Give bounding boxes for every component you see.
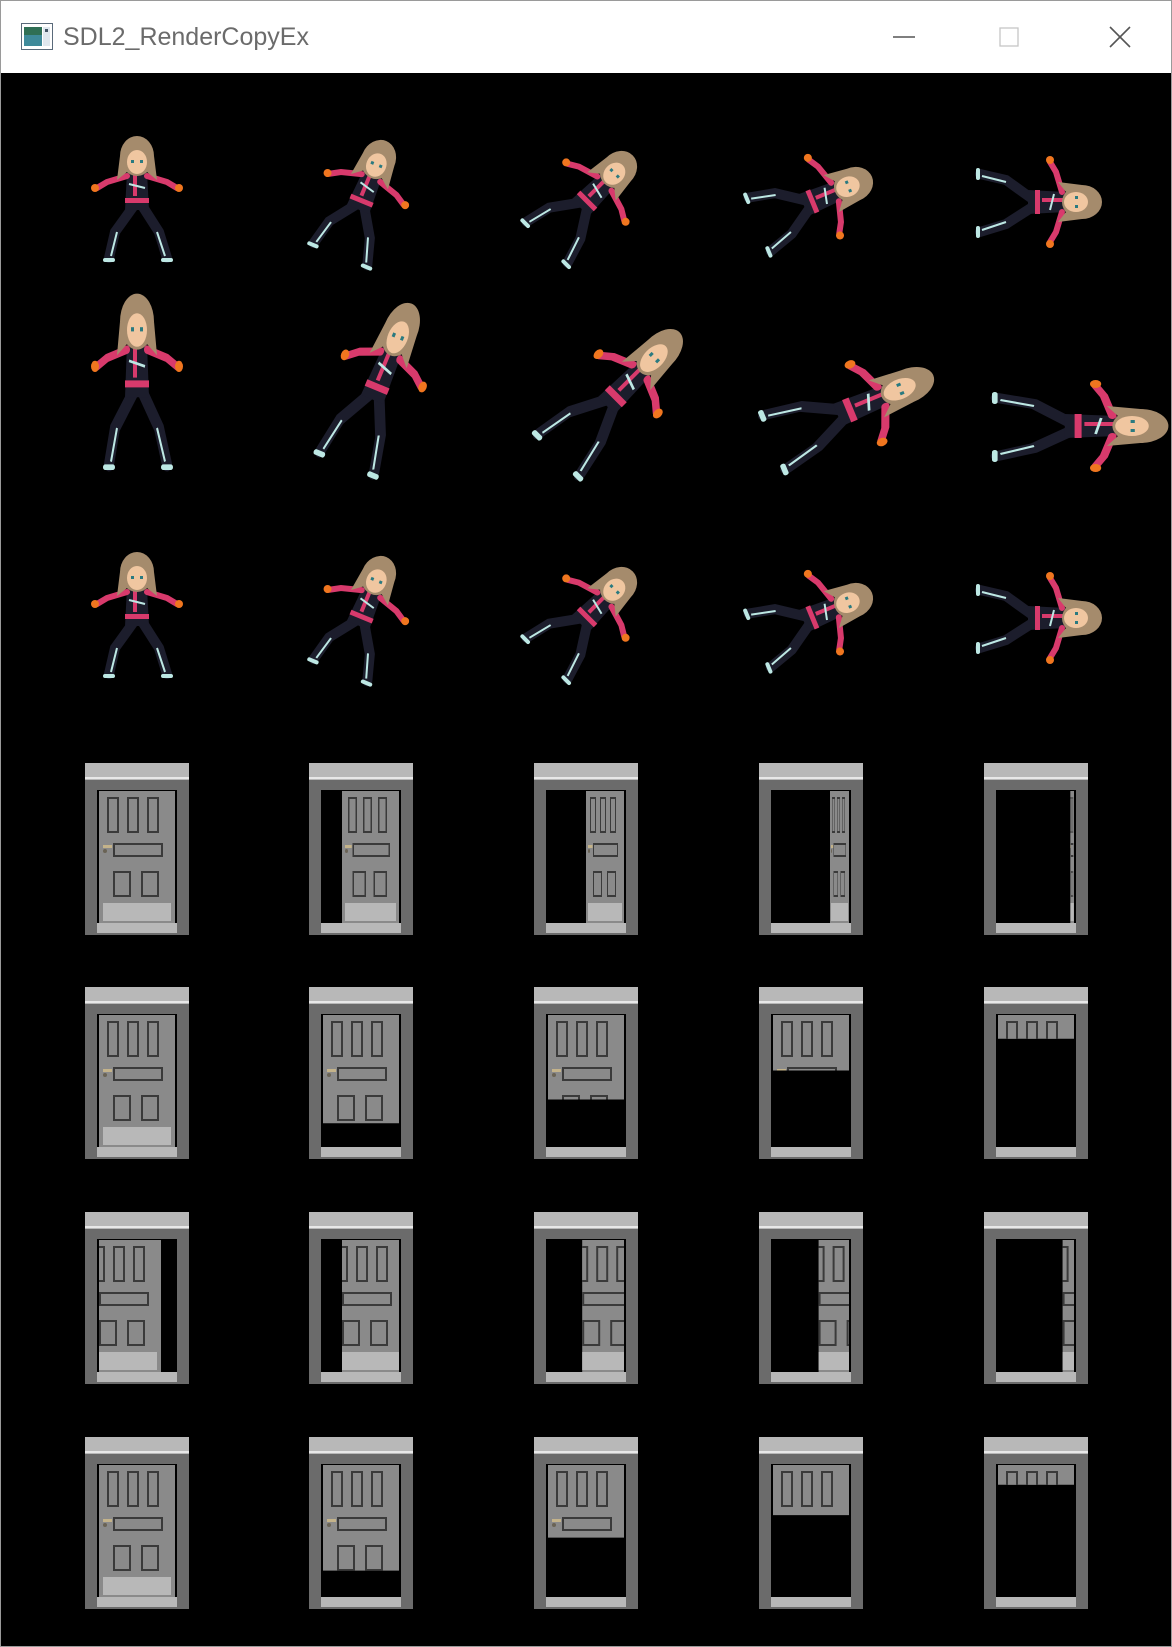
character-sprite <box>266 107 456 297</box>
door-sprite <box>309 1212 413 1384</box>
character-icon <box>313 302 427 480</box>
door-sprite <box>759 1212 863 1384</box>
character-sprite <box>941 291 1169 481</box>
door-sprite <box>759 763 863 935</box>
door-icon <box>534 1212 638 1384</box>
character-icon <box>520 150 638 270</box>
door-icon <box>759 1212 863 1384</box>
door-icon <box>984 763 1088 935</box>
door-sprite <box>309 987 413 1159</box>
character-sprite <box>42 107 232 297</box>
door-sprite <box>534 1437 638 1609</box>
character-icon <box>520 566 638 686</box>
maximize-button[interactable] <box>982 13 1036 61</box>
door-icon <box>759 1437 863 1609</box>
character-sprite <box>941 107 1131 297</box>
minimize-button[interactable] <box>877 13 931 61</box>
door-sprite <box>85 987 189 1159</box>
minimize-icon <box>893 36 915 38</box>
door-icon <box>85 763 189 935</box>
character-icon <box>91 552 183 679</box>
window-title: SDL2_RenderCopyEx <box>63 23 309 51</box>
character-sprite <box>266 291 456 481</box>
character-icon <box>757 360 935 476</box>
door-sprite <box>984 987 1088 1159</box>
door-icon <box>534 763 638 935</box>
door-icon <box>309 763 413 935</box>
character-icon <box>743 569 874 674</box>
door-icon <box>984 987 1088 1159</box>
close-button[interactable] <box>1093 13 1147 61</box>
door-sprite <box>534 763 638 935</box>
door-icon <box>85 1437 189 1609</box>
maximize-icon <box>999 27 1019 47</box>
door-icon <box>759 987 863 1159</box>
door-icon <box>85 1212 189 1384</box>
door-sprite <box>534 1212 638 1384</box>
door-sprite <box>759 1437 863 1609</box>
character-sprite <box>42 523 232 713</box>
character-icon <box>975 572 1102 664</box>
door-icon <box>759 763 863 935</box>
door-sprite <box>984 1212 1088 1384</box>
character-sprite <box>491 291 683 482</box>
render-canvas[interactable] <box>1 73 1171 1646</box>
character-sprite <box>266 523 456 713</box>
character-icon <box>307 139 410 271</box>
door-sprite <box>309 763 413 935</box>
sdl-app-icon <box>21 23 53 50</box>
character-icon <box>91 293 183 472</box>
door-sprite <box>85 763 189 935</box>
character-icon <box>307 555 410 687</box>
character-icon <box>91 136 183 263</box>
door-icon <box>984 1437 1088 1609</box>
door-sprite <box>309 1437 413 1609</box>
character-sprite <box>491 107 681 297</box>
character-icon <box>531 329 683 482</box>
door-sprite <box>85 1212 189 1384</box>
door-icon <box>85 987 189 1159</box>
door-icon <box>309 1437 413 1609</box>
door-icon <box>309 1212 413 1384</box>
character-sprite <box>42 291 232 481</box>
door-icon <box>534 987 638 1159</box>
door-sprite <box>85 1437 189 1609</box>
door-icon <box>309 987 413 1159</box>
character-icon <box>975 156 1102 248</box>
character-sprite <box>941 523 1131 713</box>
door-icon <box>534 1437 638 1609</box>
character-icon <box>990 380 1169 472</box>
door-sprite <box>759 987 863 1159</box>
door-sprite <box>534 987 638 1159</box>
character-sprite <box>491 523 681 713</box>
character-sprite <box>716 291 935 481</box>
door-sprite <box>984 763 1088 935</box>
title-bar[interactable]: SDL2_RenderCopyEx <box>1 1 1171 73</box>
door-icon <box>984 1212 1088 1384</box>
character-sprite <box>716 523 906 713</box>
character-icon <box>743 153 874 258</box>
character-sprite <box>716 107 906 297</box>
door-sprite <box>984 1437 1088 1609</box>
close-icon <box>1109 26 1131 48</box>
